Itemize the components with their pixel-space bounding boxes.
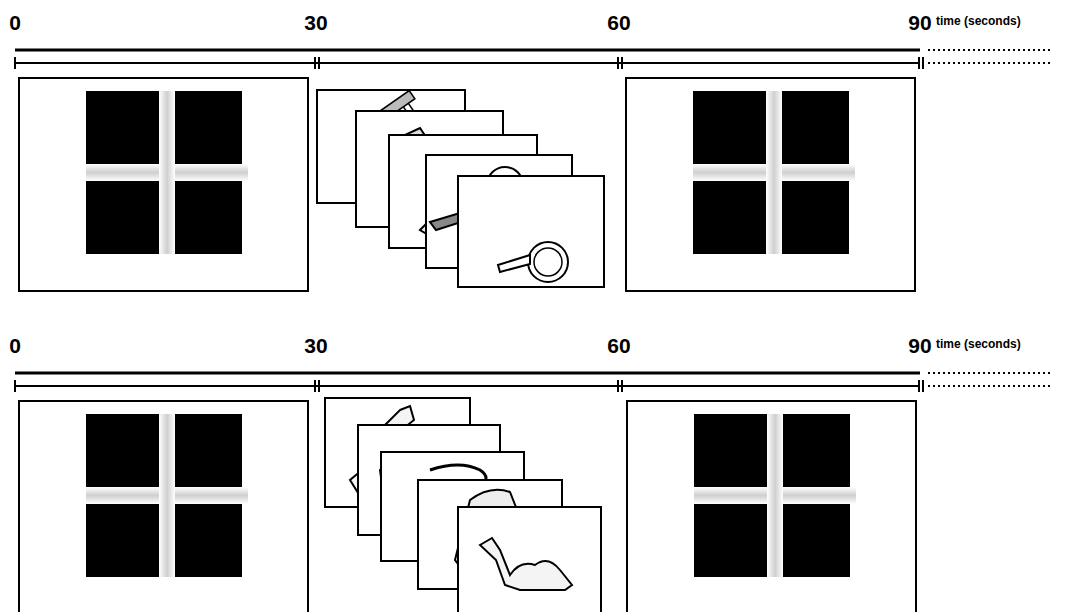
time-axis <box>15 373 1050 392</box>
time-axis <box>15 50 1050 69</box>
tick-label: 90 <box>908 12 931 33</box>
tick-label: 0 <box>9 335 21 356</box>
axis-unit-label: time (seconds) <box>936 338 1021 350</box>
tick-label: 0 <box>9 12 21 33</box>
tool-image-stack <box>317 90 604 287</box>
tick-label: 30 <box>304 335 327 356</box>
fixation-screen <box>627 401 916 612</box>
tick-label: 90 <box>908 335 931 356</box>
axis-unit-label: time (seconds) <box>936 15 1021 27</box>
fixation-screen <box>19 78 308 291</box>
tick-label: 60 <box>607 12 630 33</box>
fixation-screen <box>626 78 915 291</box>
animal-image-stack <box>325 398 601 612</box>
tick-label: 30 <box>304 12 327 33</box>
tick-label: 60 <box>607 335 630 356</box>
fixation-screen <box>19 401 308 612</box>
